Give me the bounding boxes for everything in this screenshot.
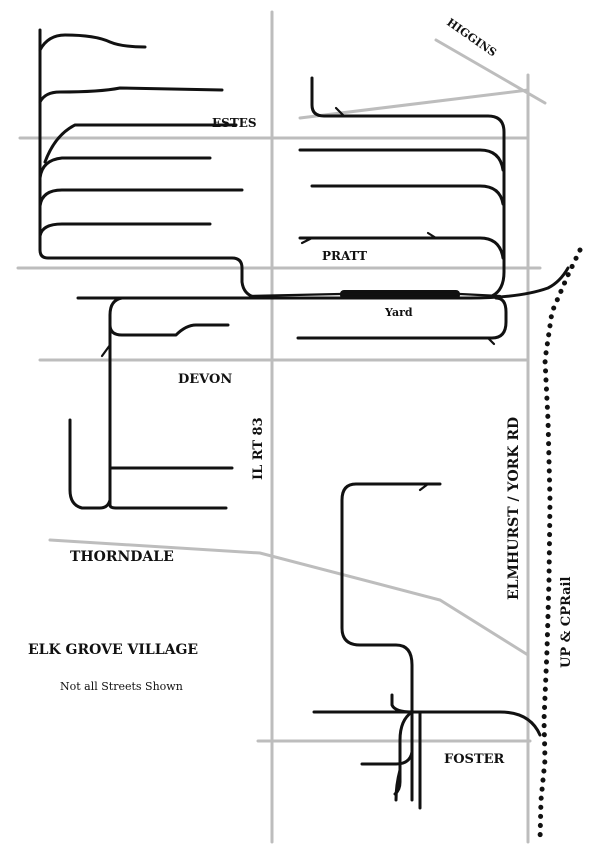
devon-lead-stub (100, 343, 112, 358)
west-spur-4 (38, 156, 212, 180)
map-note: Not all Streets Shown (60, 680, 183, 693)
estes-label: ESTES (212, 116, 257, 130)
street-thorndale (48, 538, 530, 657)
south-main-track (340, 482, 442, 802)
east-spur-3-stub (426, 231, 438, 240)
east-loop-track (310, 76, 506, 298)
track-layer (38, 28, 583, 843)
elmhurst-york-label: ELMHURST / YORK RD (506, 417, 522, 600)
south-spur-4 (394, 768, 402, 802)
east-spur-1 (298, 148, 505, 172)
south-foster-lead (312, 710, 542, 737)
il-rt-83-label: IL RT 83 (251, 417, 266, 480)
west-spur-6 (38, 222, 212, 238)
yard-lead (248, 292, 502, 298)
higgins-label: HIGGINS (444, 16, 499, 60)
east-spur-3 (298, 236, 505, 260)
west-spur-1 (38, 33, 147, 52)
west-spur-5 (38, 188, 244, 208)
street-higgins-lower (298, 88, 530, 120)
devon-lead-track (108, 318, 228, 510)
east-loop-stub (334, 106, 346, 118)
south-main-stub (418, 482, 430, 492)
devon-label: DEVON (178, 372, 232, 387)
thorndale-label: THORNDALE (70, 549, 174, 565)
yard-label: Yard (384, 306, 413, 319)
mainline-track (76, 266, 570, 300)
foster-label: FOSTER (444, 752, 505, 767)
east-spur-3-end (300, 236, 314, 245)
west-spur-2 (38, 86, 224, 104)
yard-south-tail (486, 336, 496, 346)
place-title: ELK GROVE VILLAGE (28, 642, 198, 658)
pratt-label: PRATT (322, 249, 367, 263)
west-spur-3 (43, 123, 238, 164)
south-spur-2 (390, 693, 414, 714)
yard-south-loop (296, 296, 508, 340)
railroad-label: UP & CPRail (559, 577, 574, 668)
devon-loop-track (108, 296, 230, 337)
devon-west-spur (68, 418, 112, 510)
south-spur-3 (360, 750, 414, 766)
street-higgins (434, 38, 547, 105)
street-layer (16, 10, 547, 844)
east-spur-2 (310, 184, 505, 206)
up-cprail-line (537, 247, 583, 843)
west-lead-track (38, 28, 264, 300)
